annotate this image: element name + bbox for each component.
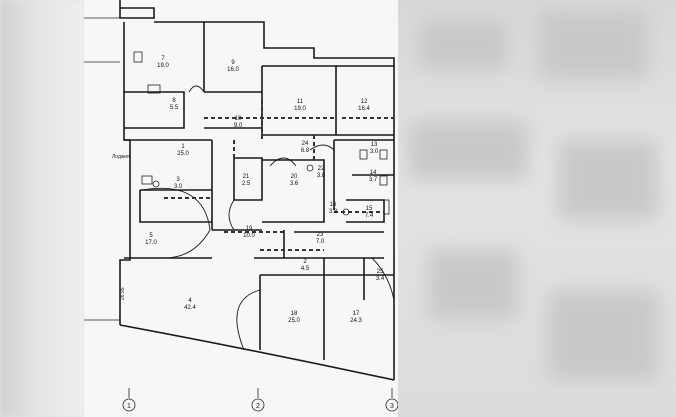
room-14-area: 3.7 [369,177,378,183]
room-25-area: 3.4 [376,276,385,282]
room-25-number: 25 [377,269,384,275]
blurred-right-area [398,0,676,417]
room-1-area: 25.0 [177,151,189,157]
room-5-number: 5 [149,233,153,239]
room-3-area: 3.0 [174,184,183,190]
dimension-label: 26.95 [120,287,126,300]
room-9-area: 16.0 [227,67,239,73]
room-10-area: 9.0 [234,123,243,129]
room-22-area: 3.8 [317,173,326,179]
room-21-area: 2.5 [242,181,251,187]
room-13-area: 3.0 [370,149,379,155]
axis-3-bubble [385,398,398,412]
room-4-area: 42.4 [184,305,196,311]
room-16-number: 16 [330,202,337,208]
axis-2-bubble [251,398,265,412]
floor-plan-sheet: 1 2 3 Лоджия 26.95 7 19.0 9 16.0 11 19.0… [84,0,398,417]
axis-1-bubble [122,398,136,412]
room-22-number: 22 [318,166,325,172]
room-labels: 7 19.0 9 16.0 11 19.0 12 16.4 8 5.5 10 9… [145,56,385,324]
room-2-area: 4.5 [301,266,310,272]
room-3-number: 3 [176,177,180,183]
room-21-number: 21 [243,174,250,180]
room-17-area: 24.3 [350,318,362,324]
room-17-number: 17 [353,311,360,317]
room-19-number: 19 [246,226,253,232]
room-10-number: 10 [235,116,242,122]
blurred-left-margin [0,0,84,417]
room-20-number: 20 [291,174,298,180]
room-11-area: 19.0 [294,106,306,112]
room-20-area: 3.6 [290,181,299,187]
room-12-area: 16.4 [358,106,370,112]
axis-3-label: 3 [390,403,394,410]
room-5-area: 17.0 [145,240,157,246]
room-18-area: 25.0 [288,318,300,324]
room-14-number: 14 [370,170,377,176]
room-7-area: 19.0 [157,63,169,69]
axis-1-label: 1 [127,403,131,410]
room-7-number: 7 [161,56,165,62]
room-15-number: 15 [366,206,373,212]
room-15-area: 7.4 [365,213,374,219]
room-13-number: 13 [371,142,378,148]
room-1-number: 1 [181,144,185,150]
room-4-number: 4 [188,298,192,304]
room-12-number: 12 [361,99,368,105]
room-2-number: 2 [303,259,307,265]
room-8-number: 8 [172,98,176,104]
room-18-number: 18 [291,311,298,317]
room-16-area: 3.8 [329,209,338,215]
room-24-number: 24 [302,141,309,147]
room-24-area: 6.8 [301,148,310,154]
room-11-number: 11 [297,99,304,105]
axis-2-label: 2 [256,403,260,410]
room-19-area: 10.0 [243,233,255,239]
entrance-label: Лоджия [112,154,130,160]
room-23-number: 23 [317,232,324,238]
room-8-area: 5.5 [170,105,179,111]
room-23-area: 7.0 [316,239,325,245]
floor-plan-drawing: 1 2 3 Лоджия 26.95 7 19.0 9 16.0 11 19.0… [84,0,398,412]
room-9-number: 9 [231,60,235,66]
